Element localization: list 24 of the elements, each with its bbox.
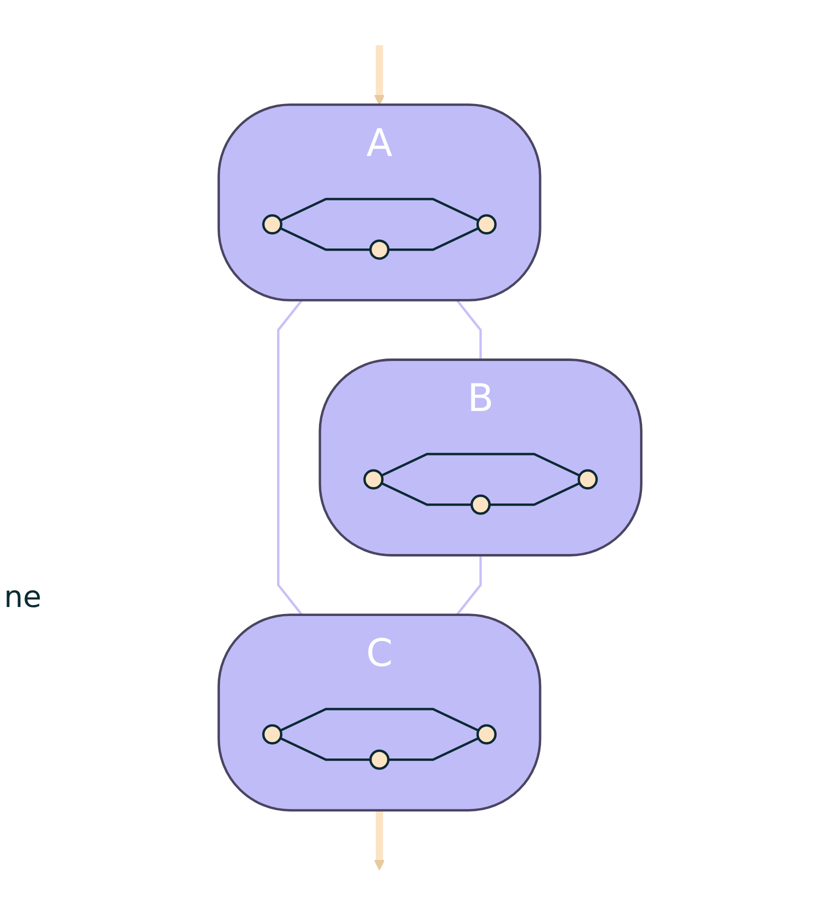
- connector: [388, 737, 479, 761]
- node-circle: [476, 214, 497, 234]
- connector: [280, 708, 479, 732]
- node-circle: [262, 214, 282, 234]
- text-label: ne: [4, 580, 42, 615]
- connector: [381, 452, 580, 477]
- connector: [388, 227, 479, 251]
- connector: [456, 555, 482, 616]
- arrow: [374, 45, 385, 106]
- connector: [277, 300, 303, 616]
- node-circle: [262, 724, 282, 744]
- connector: [280, 227, 370, 251]
- node-circle: [476, 724, 497, 744]
- connector: [456, 300, 482, 360]
- connector: [280, 198, 479, 222]
- connector: [490, 482, 580, 506]
- node-circle: [369, 240, 390, 260]
- connector: [280, 737, 370, 761]
- node-circle: [369, 750, 390, 770]
- node-circle: [578, 469, 598, 490]
- node-circle: [363, 469, 384, 490]
- connector: [381, 482, 472, 506]
- node-circle: [470, 494, 491, 515]
- arrow: [374, 810, 385, 870]
